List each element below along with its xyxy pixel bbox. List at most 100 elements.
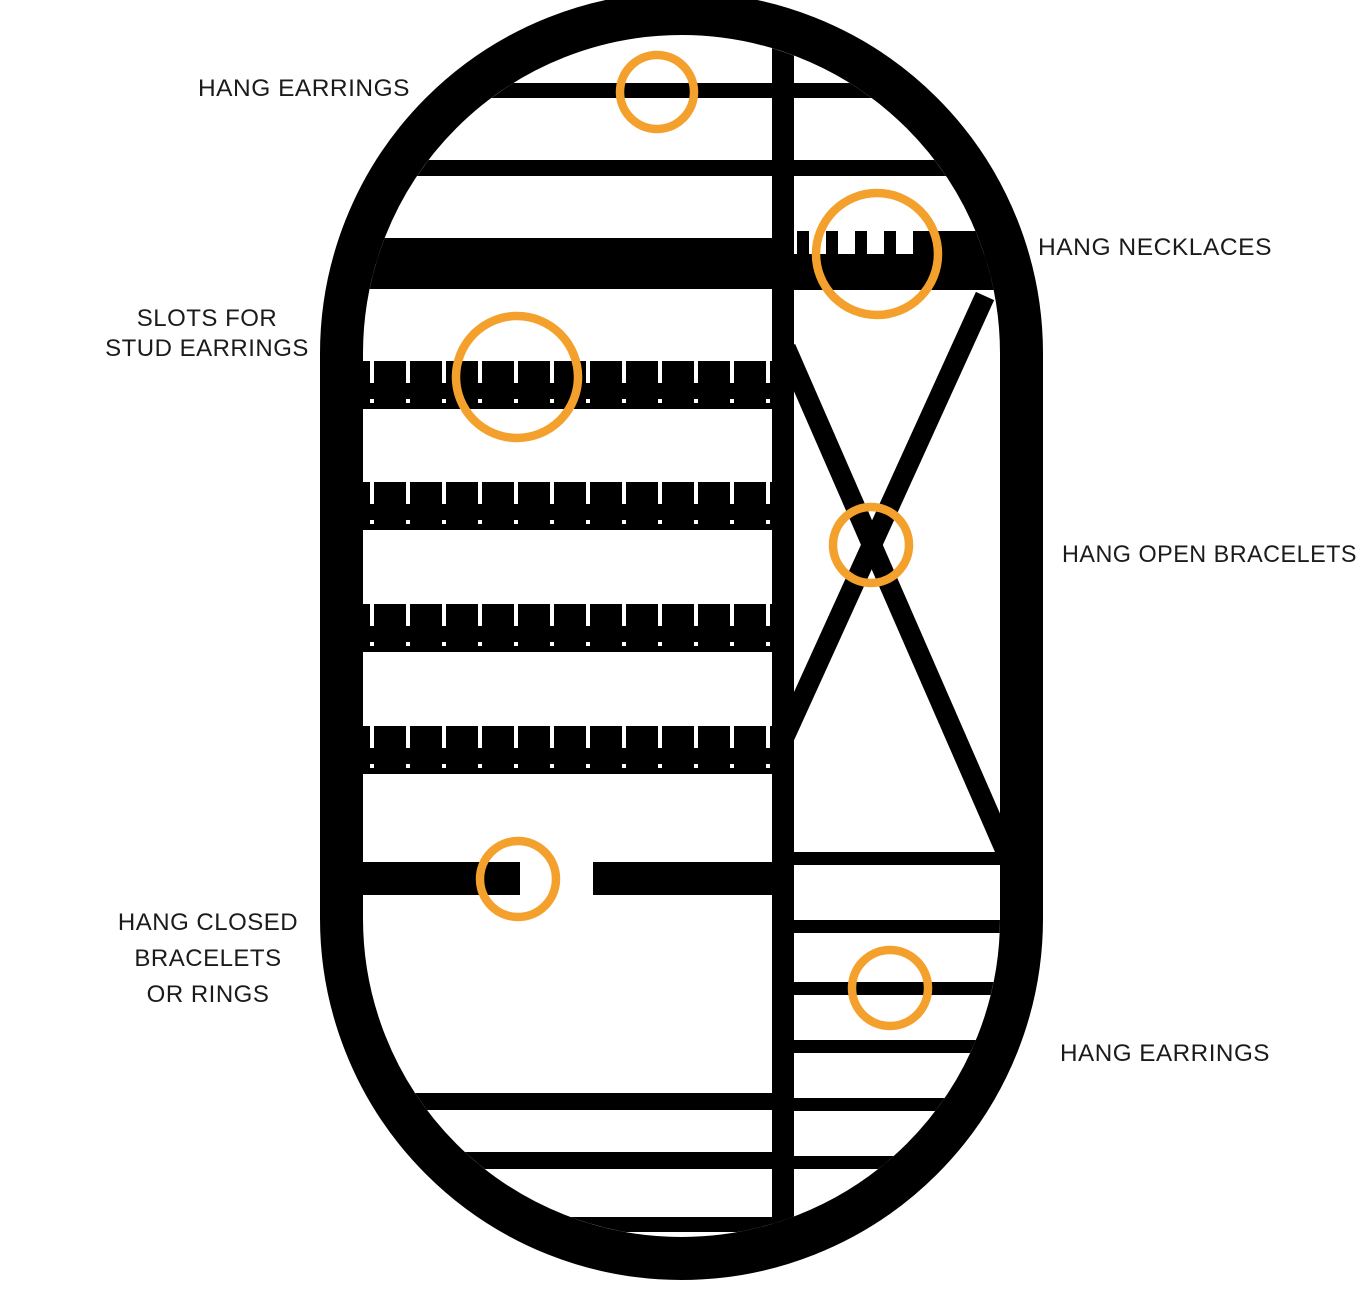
stud-slit-cut xyxy=(370,604,374,626)
top-earring-bar-2 xyxy=(363,160,1000,176)
stud-pin-dot xyxy=(406,520,410,524)
shelf-bar-left xyxy=(363,238,772,289)
stud-slit-cut xyxy=(442,361,446,383)
stud-pin-dot xyxy=(766,764,770,768)
stud-slit-cut xyxy=(550,361,554,383)
stud-slit-cut xyxy=(478,361,482,383)
stud-pin-dot xyxy=(586,399,590,403)
stud-pin-dot xyxy=(658,642,662,646)
stud-slit-cut xyxy=(766,604,770,626)
stud-pin-dot xyxy=(550,399,554,403)
stud-slit-cut xyxy=(622,604,626,626)
stud-pin-dot xyxy=(478,520,482,524)
stud-pin-dot xyxy=(442,399,446,403)
stud-slit-cut xyxy=(442,482,446,504)
stud-slit-cut xyxy=(514,482,518,504)
bottom-full-bar xyxy=(363,1217,1000,1232)
stud-slit-cut xyxy=(478,726,482,748)
label-hang-closed-line2: BRACELETS xyxy=(134,945,281,972)
stud-slot-bar xyxy=(363,482,772,530)
open-bracelet-strut-b xyxy=(776,344,1000,854)
stud-slit-cut xyxy=(442,726,446,748)
stud-pin-dot xyxy=(622,520,626,524)
stud-slit-cut xyxy=(514,604,518,626)
stud-pin-dot xyxy=(442,520,446,524)
stud-pin-dot xyxy=(478,764,482,768)
stud-pin-dot xyxy=(478,642,482,646)
stud-pin-dot xyxy=(730,399,734,403)
stud-slit-cut xyxy=(730,361,734,383)
stud-slit-cut xyxy=(766,482,770,504)
stud-pin-dot xyxy=(550,642,554,646)
stud-pin-dot xyxy=(586,642,590,646)
stud-slot-bar xyxy=(363,604,772,652)
stud-slot-bar xyxy=(363,726,772,774)
stud-slit-cut xyxy=(586,604,590,626)
highlight-circle-hang-earrings-bottom xyxy=(847,945,933,1031)
stud-pin-dot xyxy=(550,520,554,524)
closed-bracelet-bar-right xyxy=(593,862,794,895)
stud-pin-dot xyxy=(766,642,770,646)
closed-bracelet-bar-left xyxy=(363,862,520,895)
stud-pin-dot xyxy=(766,520,770,524)
stud-pin-dot xyxy=(622,642,626,646)
stud-slit-cut xyxy=(694,361,698,383)
stud-slit-cut xyxy=(730,482,734,504)
stud-pin-dot xyxy=(442,764,446,768)
stud-pin-dot xyxy=(514,399,518,403)
highlight-circle-stud-slots xyxy=(451,311,583,443)
stud-pin-dot xyxy=(406,642,410,646)
stud-slit-cut xyxy=(622,482,626,504)
stud-slit-cut xyxy=(370,726,374,748)
stud-slot-rows xyxy=(363,361,772,774)
stud-slit-cut xyxy=(658,604,662,626)
stud-slit-cut xyxy=(550,482,554,504)
stud-slit-cut xyxy=(730,604,734,626)
stud-slit-cut xyxy=(730,726,734,748)
stud-pin-dot xyxy=(658,520,662,524)
stud-pin-dot xyxy=(586,520,590,524)
stud-pin-dot xyxy=(406,764,410,768)
stud-pin-dot xyxy=(406,399,410,403)
stud-slit-and-dot-cuts xyxy=(370,361,770,768)
stud-slit-cut xyxy=(370,482,374,504)
top-earring-bar-1 xyxy=(363,83,1000,98)
stud-slit-cut xyxy=(694,482,698,504)
stud-slit-cut xyxy=(406,604,410,626)
stud-slit-cut xyxy=(406,726,410,748)
stud-pin-dot xyxy=(586,764,590,768)
label-slots-for-stud-earrings-line2: STUD EARRINGS xyxy=(105,335,309,362)
stud-slit-cut xyxy=(766,361,770,383)
stud-slit-cut xyxy=(622,726,626,748)
stud-pin-dot xyxy=(730,520,734,524)
stud-slit-cut xyxy=(406,361,410,383)
stud-slit-cut xyxy=(586,726,590,748)
stud-pin-dot xyxy=(514,520,518,524)
stud-pin-dot xyxy=(730,764,734,768)
bottom-left-bar-2 xyxy=(363,1152,772,1169)
bottom-left-bar-1 xyxy=(363,1093,772,1110)
stud-slit-cut xyxy=(694,604,698,626)
highlight-circle-closed-bracelets xyxy=(475,836,561,922)
stud-slit-cut xyxy=(694,726,698,748)
stud-slit-cut xyxy=(766,726,770,748)
label-slots-for-stud-earrings-line1: SLOTS FOR xyxy=(137,305,278,332)
highlight-circle-hang-necklaces xyxy=(811,188,943,320)
stud-pin-dot xyxy=(622,764,626,768)
highlight-circle-hang-earrings-top xyxy=(615,50,699,134)
stud-pin-dot xyxy=(442,642,446,646)
open-bracelet-strut-a xyxy=(775,291,995,741)
stud-slit-cut xyxy=(370,361,374,383)
stud-slit-cut xyxy=(586,482,590,504)
stud-pin-dot xyxy=(370,399,374,403)
stud-pin-dot xyxy=(370,520,374,524)
stud-slit-cut xyxy=(478,482,482,504)
stud-pin-dot xyxy=(550,764,554,768)
stud-slit-cut xyxy=(658,482,662,504)
label-hang-earrings-bottom: HANG EARRINGS xyxy=(1060,1040,1270,1067)
stud-slit-cut xyxy=(658,726,662,748)
stud-pin-dot xyxy=(766,399,770,403)
label-hang-closed-line1: HANG CLOSED xyxy=(118,909,298,936)
stud-slit-cut xyxy=(442,604,446,626)
